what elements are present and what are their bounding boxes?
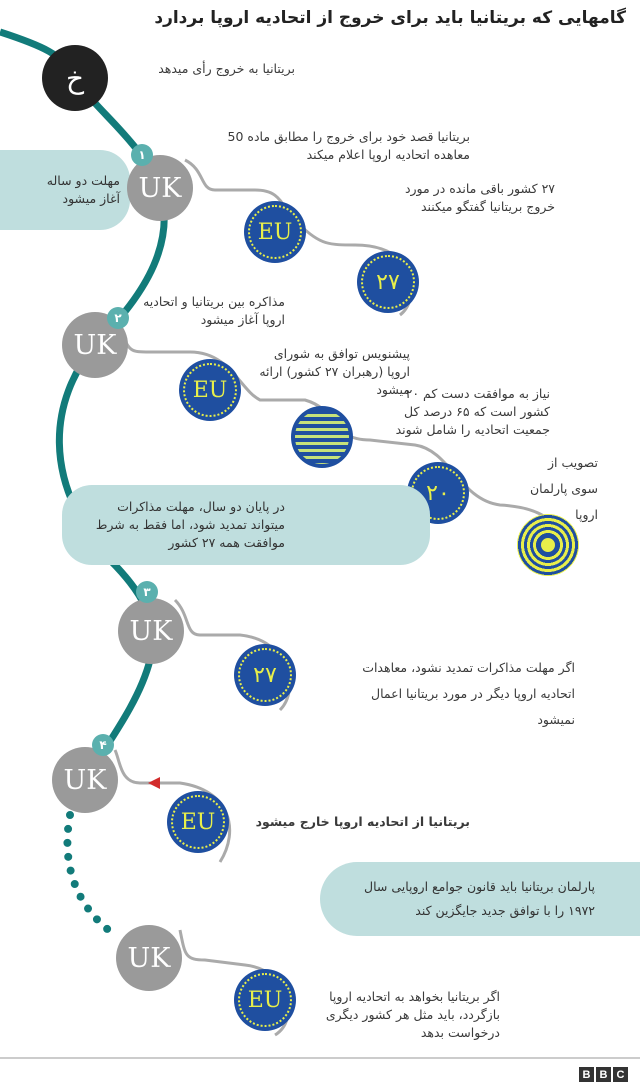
step2-draft-text: پیشنویس توافق به شورای اروپا (رهبران ۲۷ … [259, 346, 410, 397]
page-title: گامهایی که بریتانیا باید برای خروج از ات… [154, 8, 626, 28]
step5-text: اگر بریتانیا بخواهد به اتحادیه اروپا باز… [325, 989, 500, 1040]
step2-majority-text: نیاز به موافقت دست کم ۲۰ کشور است که ۶۵ … [395, 386, 550, 437]
step-badge-1: ١ [131, 144, 153, 166]
eu-circle-2: EU [179, 359, 241, 421]
note-1972-act: پارلمان بریتانیا باید قانون جوامع اروپای… [320, 862, 640, 936]
uk-circle-1: UK [127, 155, 193, 221]
parliament-icon [517, 514, 579, 576]
referendum-icon: خ [42, 45, 108, 111]
step3-text: اگر مهلت مذاکرات تمدید نشود، معاهدات اتح… [362, 660, 575, 727]
uk-circle-3: UK [118, 598, 184, 664]
uk-circle-5: UK [116, 925, 182, 991]
red-arrow-icon [148, 777, 160, 789]
start-text: بریتانیا به خروج رأی میدهد [158, 61, 295, 76]
dotted-timeline [63, 811, 119, 939]
step2-parliament-text: تصویب از سوی پارلمان اروپا [529, 455, 598, 522]
step4-text: بریتانیا از اتحادیه اروپا خارج میشود [255, 814, 470, 829]
step1-negotiate-text: ۲۷ کشور باقی مانده در مورد خروج بریتانیا… [404, 181, 555, 214]
step-badge-4: ۴ [92, 734, 114, 756]
step2-text: مذاکره بین بریتانیا و اتحادیه اروپا آغاز… [143, 294, 285, 327]
note-two-year: مهلت دو ساله آغاز میشود [0, 150, 130, 230]
eu27-circle-1: ۲۷ [357, 251, 419, 313]
council-striped-icon [291, 406, 353, 468]
note-extension: در پایان دو سال، مهلت مذاکرات میتواند تم… [62, 485, 430, 565]
eu-circle-4: EU [167, 791, 229, 853]
step1-text: بریتانیا قصد خود برای خروج را مطابق ماده… [227, 129, 470, 162]
step-badge-2: ٢ [107, 307, 129, 329]
eu27-circle-3: ۲۷ [234, 644, 296, 706]
eu-circle-1: EU [244, 201, 306, 263]
uk-circle-4: UK [52, 747, 118, 813]
eu-circle-5: EU [234, 969, 296, 1031]
step-badge-3: ٣ [136, 581, 158, 603]
connector-4 [113, 749, 232, 863]
